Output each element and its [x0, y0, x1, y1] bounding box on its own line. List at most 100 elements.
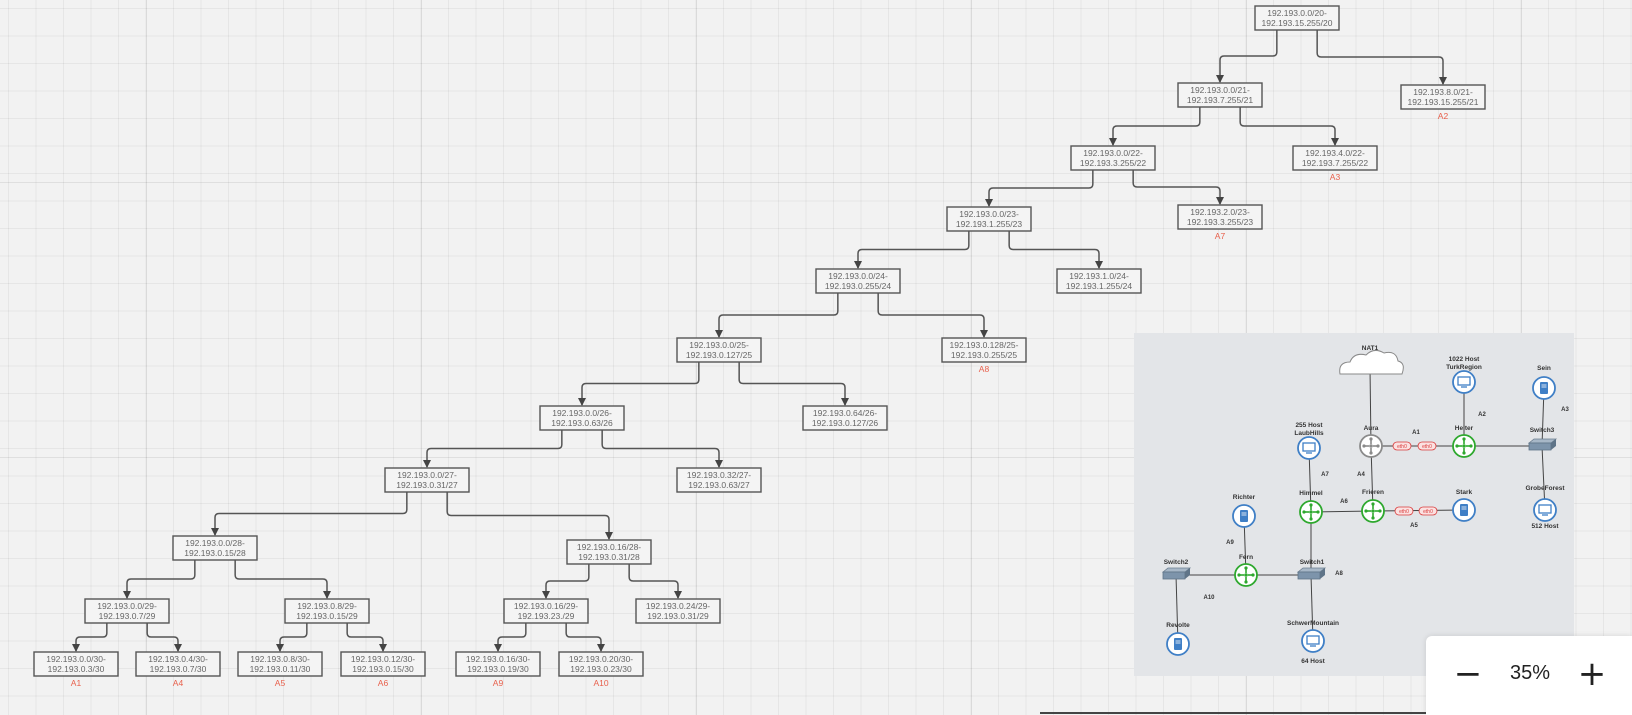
switch-icon[interactable] — [1527, 438, 1558, 451]
zoom-out-button[interactable]: − — [1446, 654, 1490, 694]
tree-edge — [542, 564, 590, 599]
tree-edge — [854, 231, 970, 269]
subnet-range-start: 192.193.4.0/22- — [1305, 148, 1365, 158]
subnet-node[interactable]: 192.193.0.0/25-192.193.0.127/25 — [676, 337, 762, 363]
subnet-node[interactable]: 192.193.0.20/30-192.193.0.23/30 — [558, 651, 644, 677]
pc-icon[interactable] — [1533, 498, 1557, 522]
device-label: Aura — [1364, 425, 1379, 432]
svg-text:eth0: eth0 — [1423, 509, 1433, 515]
subnet-node[interactable]: 192.193.0.8/29-192.193.0.15/29 — [284, 598, 370, 624]
subnet-node[interactable]: 192.193.0.32/27-192.193.0.63/27 — [676, 467, 762, 493]
subnet-range-end: 192.193.0.23/30 — [570, 664, 632, 674]
subnet-box — [455, 651, 541, 677]
subnet-box — [135, 651, 221, 677]
subnet-node[interactable]: 192.193.0.0/22-192.193.3.255/22 — [1070, 145, 1156, 171]
subnet-box — [676, 467, 762, 493]
subnet-range-end: 192.193.7.255/21 — [1187, 95, 1253, 105]
device-label: Heiter — [1455, 425, 1474, 432]
subnet-range-start: 192.193.0.0/20- — [1267, 8, 1327, 18]
subnet-node[interactable]: 192.193.0.4/30-192.193.0.7/30 — [135, 651, 221, 677]
subnet-range-start: 192.193.0.16/28- — [577, 542, 641, 552]
subnet-range-end: 192.193.0.15/30 — [352, 664, 414, 674]
subnet-range-start: 192.193.0.128/25- — [949, 340, 1018, 350]
subnet-range-end: 192.193.0.127/25 — [686, 350, 752, 360]
pc-icon[interactable] — [1297, 436, 1321, 460]
server-icon[interactable] — [1166, 632, 1190, 656]
subnet-node[interactable]: 192.193.0.12/30-192.193.0.15/30 — [340, 651, 426, 677]
subnet-node[interactable]: 192.193.0.0/28-192.193.0.15/28 — [172, 535, 258, 561]
interface-port-label: eth0 — [1418, 506, 1438, 516]
subnet-node[interactable]: 192.193.1.0/24-192.193.1.255/24 — [1056, 268, 1142, 294]
subnet-range-end: 192.193.0.19/30 — [467, 664, 529, 674]
link-label: A3 — [1561, 407, 1569, 413]
router-icon[interactable] — [1452, 434, 1476, 458]
tree-edge — [715, 293, 839, 338]
router-icon[interactable] — [1234, 563, 1258, 587]
subnet-node[interactable]: 192.193.0.0/29-192.193.0.7/29 — [84, 598, 170, 624]
device-label: GrobeForest — [1525, 485, 1565, 492]
subnet-range-end: 192.193.0.31/27 — [396, 480, 458, 490]
subnet-box — [1056, 268, 1142, 294]
subnet-box — [566, 539, 652, 565]
subnet-node[interactable]: 192.193.0.64/26-192.193.0.127/26 — [802, 405, 888, 431]
switch-icon[interactable] — [1296, 567, 1327, 580]
subnet-node[interactable]: 192.193.0.8/30-192.193.0.11/30 — [237, 651, 323, 677]
subnet-node[interactable]: 192.193.4.0/22-192.193.7.255/22 — [1292, 145, 1378, 171]
server-icon[interactable] — [1452, 498, 1476, 522]
subnet-range-end: 192.193.15.255/20 — [1262, 18, 1333, 28]
subnet-node[interactable]: 192.193.0.16/28-192.193.0.31/28 — [566, 539, 652, 565]
link-label: A8 — [1335, 571, 1343, 577]
link-label: A1 — [1412, 430, 1420, 436]
pc-icon[interactable] — [1452, 370, 1476, 394]
subnet-assignment-tag: A1 — [71, 678, 82, 688]
pc-icon[interactable] — [1301, 629, 1325, 653]
zoom-in-button[interactable]: + — [1570, 654, 1614, 694]
device-label: Revolte — [1166, 622, 1190, 629]
subnet-range-end: 192.193.0.255/25 — [951, 350, 1017, 360]
subnet-range-end: 192.193.3.255/23 — [1187, 217, 1253, 227]
subnet-node[interactable]: 192.193.0.16/30-192.193.0.19/30 — [455, 651, 541, 677]
subnet-node[interactable]: 192.193.0.0/21-192.193.7.255/21 — [1177, 82, 1263, 108]
subnet-node[interactable]: 192.193.0.128/25-192.193.0.255/25 — [941, 337, 1027, 363]
cloud-icon[interactable] — [1339, 349, 1404, 375]
subnet-range-end: 192.193.0.15/28 — [184, 548, 246, 558]
zoom-level: 35% — [1509, 662, 1551, 684]
subnet-node[interactable]: 192.193.0.24/29-192.193.0.31/29 — [635, 598, 721, 624]
canvas-scrollbar[interactable] — [1040, 712, 1426, 714]
subnet-assignment-tag: A9 — [493, 678, 504, 688]
host-count-label: 512 Host — [1531, 523, 1559, 530]
device-label: Frieren — [1362, 489, 1384, 496]
subnet-range-start: 192.193.0.16/30- — [466, 654, 530, 664]
subnet-node[interactable]: 192.193.2.0/23-192.193.3.255/23 — [1177, 204, 1263, 230]
router-icon[interactable] — [1299, 500, 1323, 524]
subnet-node[interactable]: 192.193.0.0/26-192.193.0.63/26 — [539, 405, 625, 431]
subnet-node[interactable]: 192.193.8.0/21-192.193.15.255/21 — [1400, 84, 1486, 110]
network-link — [1369, 367, 1372, 447]
subnet-node[interactable]: 192.193.0.0/20-192.193.15.255/20 — [1254, 5, 1340, 31]
subnet-node[interactable]: 192.193.0.0/27-192.193.0.31/27 — [384, 467, 470, 493]
server-icon[interactable] — [1532, 376, 1556, 400]
subnet-range-start: 192.193.0.0/23- — [959, 209, 1019, 219]
svg-text:eth0: eth0 — [1397, 444, 1407, 450]
device-label: Switch2 — [1164, 559, 1189, 566]
subnet-assignment-tag: A7 — [1215, 231, 1226, 241]
subnet-box — [1400, 84, 1486, 110]
subnet-node[interactable]: 192.193.0.16/29-192.193.23./29 — [503, 598, 589, 624]
subnet-assignment-tag: A5 — [275, 678, 286, 688]
tree-edge — [985, 170, 1094, 207]
subnet-node[interactable]: 192.193.0.0/24-192.193.0.255/24 — [815, 268, 901, 294]
subnet-node[interactable]: 192.193.0.0/23-192.193.1.255/23 — [946, 206, 1032, 232]
tree-edge — [738, 362, 849, 406]
subnet-box — [172, 535, 258, 561]
switch-icon[interactable] — [1161, 567, 1192, 580]
router-icon[interactable] — [1359, 434, 1383, 458]
subnet-node[interactable]: 192.193.0.0/30-192.193.0.3/30 — [33, 651, 119, 677]
server-icon[interactable] — [1232, 504, 1256, 528]
subnet-range-start: 192.193.0.0/24- — [828, 271, 888, 281]
subnet-assignment-tag: A4 — [173, 678, 184, 688]
router-icon[interactable] — [1361, 499, 1385, 523]
subnet-range-end: 192.193.0.3/30 — [48, 664, 105, 674]
